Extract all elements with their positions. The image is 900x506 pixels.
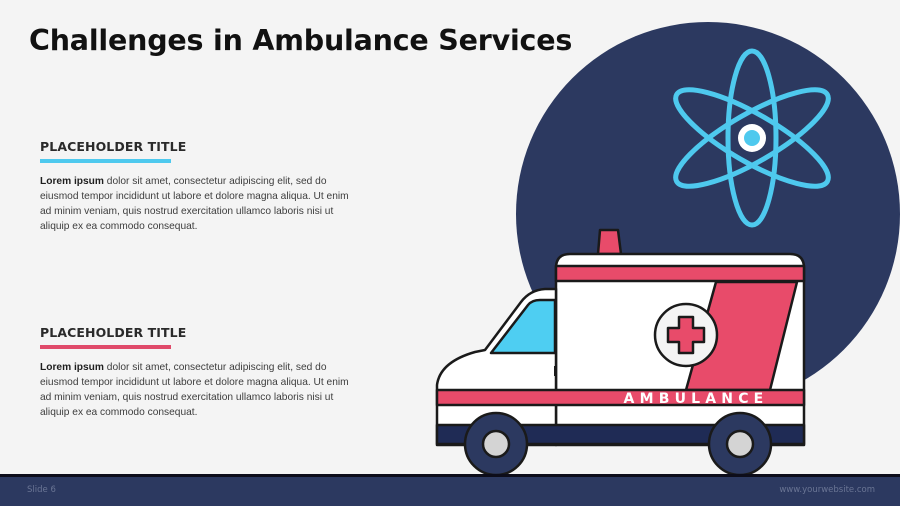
accent-bar-red	[40, 345, 171, 349]
content-block-1: PLACEHOLDER TITLE Lorem ipsum dolor sit …	[40, 139, 370, 234]
slide-number: Slide 6	[27, 485, 56, 495]
ambulance-label: AMBULANCE	[624, 391, 769, 407]
block-lead: Lorem ipsum	[40, 362, 104, 373]
ground-line	[0, 474, 900, 477]
ambulance-icon	[435, 228, 806, 477]
block-text: dolor sit amet, consectetur adipiscing e…	[40, 362, 349, 418]
accent-bar-cyan	[40, 159, 171, 163]
page-title: Challenges in Ambulance Services	[29, 24, 573, 57]
atom-icon	[673, 48, 831, 228]
block-body: Lorem ipsum dolor sit amet, consectetur …	[40, 174, 362, 234]
block-title: PLACEHOLDER TITLE	[40, 325, 187, 340]
website-link[interactable]: www.yourwebsite.com	[779, 485, 875, 495]
block-body: Lorem ipsum dolor sit amet, consectetur …	[40, 360, 362, 420]
block-title: PLACEHOLDER TITLE	[40, 139, 187, 154]
block-lead: Lorem ipsum	[40, 176, 104, 187]
footer: Slide 6 www.yourwebsite.com	[0, 477, 900, 506]
block-text: dolor sit amet, consectetur adipiscing e…	[40, 176, 349, 232]
atom-nucleus	[744, 130, 760, 146]
content-block-2: PLACEHOLDER TITLE Lorem ipsum dolor sit …	[40, 325, 370, 420]
